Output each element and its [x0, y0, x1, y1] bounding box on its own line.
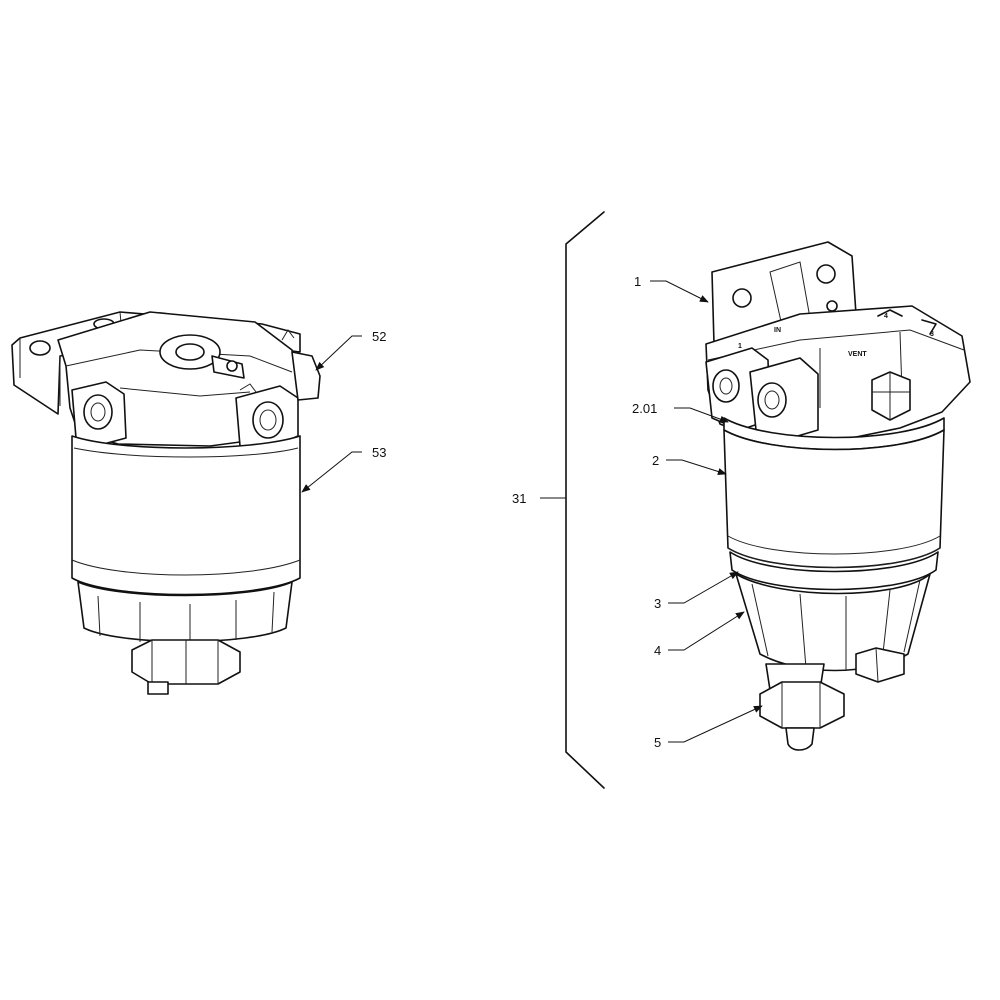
leader-4 — [668, 611, 745, 651]
right-bracket-hole — [826, 300, 838, 312]
left-drain-stem — [147, 681, 169, 695]
leader-2-01 — [674, 407, 729, 423]
stamp-port-in: IN — [774, 327, 781, 334]
callout-2: 2 — [652, 453, 659, 468]
stamp-arrow-3: 3 — [930, 331, 934, 338]
callout-2-01: 2.01 — [632, 401, 657, 416]
leader-5 — [668, 705, 763, 743]
left-lower-cup — [77, 581, 293, 643]
leader-52 — [315, 335, 362, 371]
callout-5: 5 — [654, 735, 661, 750]
left-head-bore — [175, 343, 205, 361]
stamp-arrow-1: 1 — [738, 343, 742, 350]
assembly-brace — [565, 211, 605, 789]
callout-labels: 52 53 31 1 2.01 2 3 4 5 — [372, 274, 661, 750]
right-drain-stem — [785, 727, 815, 751]
right-bracket-hole — [732, 288, 752, 308]
leader-53 — [301, 451, 362, 493]
left-filter-element — [71, 435, 301, 596]
stamp-arrow-4: 4 — [884, 313, 888, 320]
leader-3 — [668, 571, 739, 604]
right-filter-assembly: 1 2 3 4 IN VENT — [705, 241, 971, 751]
callout-4: 4 — [654, 643, 661, 658]
right-port-bore — [757, 382, 787, 418]
right-port-bore — [712, 369, 740, 403]
callout-52: 52 — [372, 329, 386, 344]
leader-lines — [301, 280, 763, 743]
right-bracket-hole — [816, 264, 836, 284]
right-collar-ring — [729, 551, 939, 591]
right-side-drain — [855, 647, 905, 683]
right-drain-nut — [759, 681, 845, 729]
callout-1: 1 — [634, 274, 641, 289]
callout-31: 31 — [512, 491, 526, 506]
left-filter-assembly — [11, 311, 321, 695]
callout-53: 53 — [372, 445, 386, 460]
right-vent-bolt — [871, 371, 911, 421]
left-port-bore — [83, 394, 113, 430]
left-bracket-hole — [29, 340, 51, 356]
leader-2 — [666, 459, 727, 475]
leader-1 — [650, 280, 709, 303]
left-port-bore — [252, 401, 284, 439]
stamp-vent: VENT — [848, 351, 867, 358]
callout-3: 3 — [654, 596, 661, 611]
left-side-fitting — [291, 351, 321, 401]
